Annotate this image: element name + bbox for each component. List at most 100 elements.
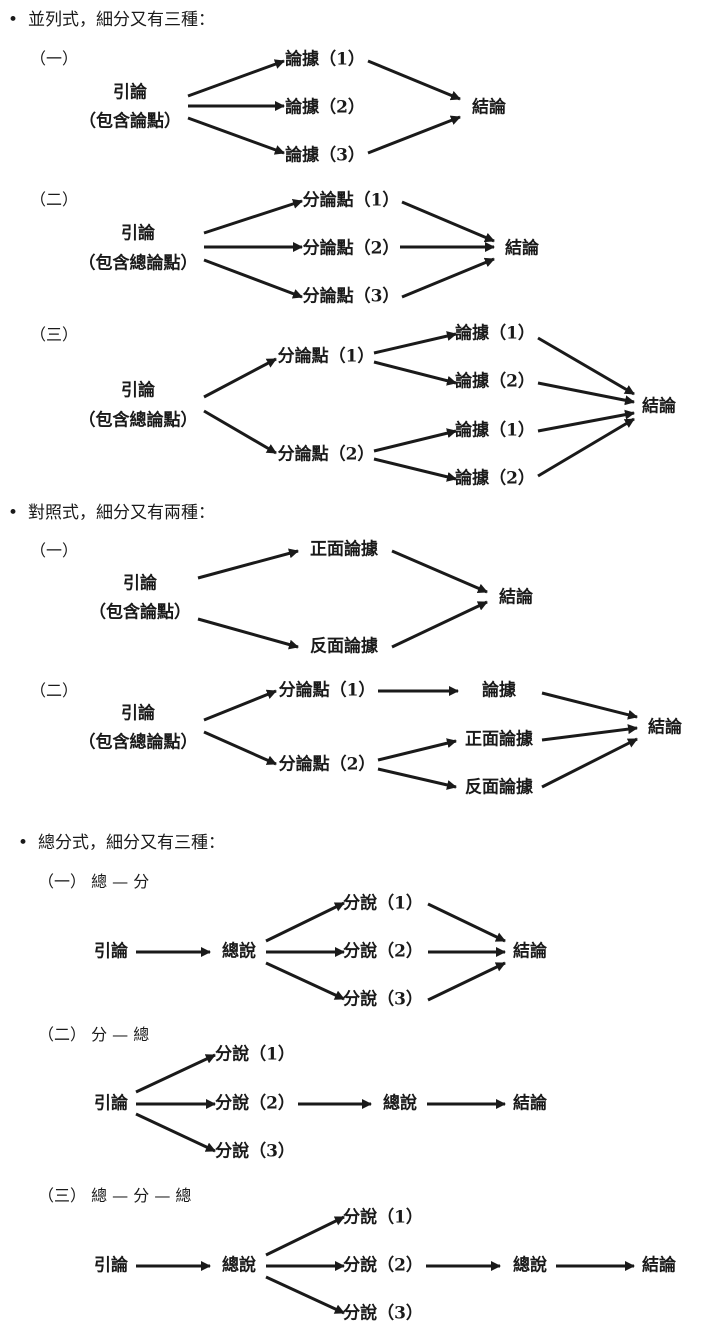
flow-arrow <box>203 409 277 455</box>
node-conclusion: 結論 <box>472 97 506 118</box>
flow-arrow <box>537 336 635 396</box>
node-subpoint: 分論點（2） <box>278 754 376 775</box>
node-evidence: 論據（3） <box>285 145 365 166</box>
flow-arrow <box>391 600 488 649</box>
flow-arrow <box>377 738 457 762</box>
node-intro-note: （包含論點） <box>79 111 181 132</box>
flow-arrow <box>537 381 635 406</box>
node-conclusion: 結論 <box>648 717 682 738</box>
node-evidence: 論據（1） <box>455 420 535 441</box>
node-summary: 總說 <box>513 1255 547 1276</box>
node-intro: 引論 <box>94 1093 128 1114</box>
flow-arrow <box>401 257 495 299</box>
node-summary: 總說 <box>222 941 256 962</box>
node-part: 分說（3） <box>215 1141 295 1162</box>
flow-arrow <box>537 409 635 433</box>
flow-arrow <box>203 199 303 235</box>
node-intro-note: （包含總論點） <box>78 732 198 753</box>
node-intro: 引論 <box>123 573 157 594</box>
node-intro-note: （包含總論點） <box>78 253 198 274</box>
node-conclusion: 結論 <box>642 396 676 417</box>
flow-arrow <box>265 1215 345 1257</box>
node-intro-note: （包含論點） <box>89 602 191 623</box>
flow-arrow <box>391 549 488 594</box>
flow-arrow <box>373 331 457 355</box>
flow-arrow <box>541 691 638 720</box>
flow-arrow <box>537 417 635 478</box>
sub-label: （一） 總 — 分 <box>38 872 150 891</box>
node-evidence: 論據（2） <box>455 371 535 392</box>
flow-arrow <box>427 902 506 943</box>
node-conclusion: 結論 <box>505 238 539 259</box>
node-subpoint: 分論點（3） <box>302 286 400 307</box>
node-part: 分說（1） <box>343 893 423 914</box>
flow-arrow <box>197 617 299 650</box>
node-conclusion: 結論 <box>513 941 547 962</box>
flow-arrow <box>197 548 299 580</box>
sub-label: （一） <box>30 49 79 68</box>
section-heading-contrast: 對照式，細分又有兩種： <box>28 503 215 523</box>
node-subpoint: 分論點（1） <box>302 190 400 211</box>
node-conclusion: 結論 <box>642 1255 676 1276</box>
node-intro: 引論 <box>121 223 155 244</box>
node-part: 分說（3） <box>343 1303 423 1324</box>
bullet: • <box>18 833 29 853</box>
sub-label: （二） <box>30 681 79 700</box>
sub-label: （一） <box>30 541 79 560</box>
flow-arrow <box>135 1053 216 1094</box>
node-part: 分說（2） <box>215 1093 295 1114</box>
node-subpoint: 分論點（1） <box>278 680 376 701</box>
flow-arrow <box>367 59 461 101</box>
node-evidence: 論據（2） <box>285 97 365 118</box>
flow-arrow <box>135 1112 216 1153</box>
node-conclusion: 結論 <box>499 587 533 608</box>
node-intro: 引論 <box>113 82 147 103</box>
sub-label: （三） <box>30 325 79 344</box>
flow-arrow <box>427 961 506 1002</box>
flow-arrow <box>541 724 638 742</box>
flow-arrow <box>203 357 277 399</box>
flow-arrow <box>373 360 457 386</box>
node-evidence: 論據（1） <box>455 323 535 344</box>
node-intro: 引論 <box>94 941 128 962</box>
node-negative: 反面論據 <box>465 777 533 798</box>
node-subpoint: 分論點（2） <box>302 238 400 259</box>
flow-arrow <box>187 59 285 98</box>
node-part: 分說（3） <box>343 989 423 1010</box>
node-part: 分說（1） <box>215 1044 295 1065</box>
node-evidence: 論據（2） <box>455 468 535 489</box>
bullet: • <box>8 503 19 523</box>
node-evidence: 論據 <box>482 680 516 701</box>
node-evidence: 論據（1） <box>285 49 365 70</box>
flow-arrow <box>541 737 638 789</box>
sub-label: （三） 總 — 分 — 總 <box>38 1186 192 1205</box>
flow-arrow <box>265 961 345 1001</box>
node-positive: 正面論據 <box>465 729 533 750</box>
flow-arrow <box>203 258 303 299</box>
node-subpoint: 分論點（2） <box>277 444 375 465</box>
flow-arrow <box>203 689 277 722</box>
bullet: • <box>8 10 19 30</box>
section-heading-parallel: 並列式，細分又有三種： <box>28 10 215 30</box>
node-part: 分說（1） <box>343 1207 423 1228</box>
flow-arrow <box>373 457 457 482</box>
node-intro: 引論 <box>121 703 155 724</box>
node-conclusion: 結論 <box>513 1093 547 1114</box>
sub-label: （二） 分 — 總 <box>38 1025 150 1044</box>
flow-arrow <box>377 767 457 790</box>
flow-arrow <box>203 730 277 766</box>
node-intro: 引論 <box>121 380 155 401</box>
node-intro-note: （包含總論點） <box>78 410 198 431</box>
sub-label: （二） <box>30 190 79 209</box>
node-summary: 總說 <box>383 1093 417 1114</box>
flow-arrow <box>401 200 495 243</box>
node-part: 分說（2） <box>343 1255 423 1276</box>
node-subpoint: 分論點（1） <box>277 346 375 367</box>
section-heading-general: 總分式，細分又有三種： <box>38 833 225 853</box>
flow-arrow <box>265 1275 345 1315</box>
node-negative: 反面論據 <box>310 636 378 657</box>
flow-arrow <box>265 901 345 943</box>
node-summary: 總說 <box>222 1255 256 1276</box>
node-positive: 正面論據 <box>310 539 378 560</box>
